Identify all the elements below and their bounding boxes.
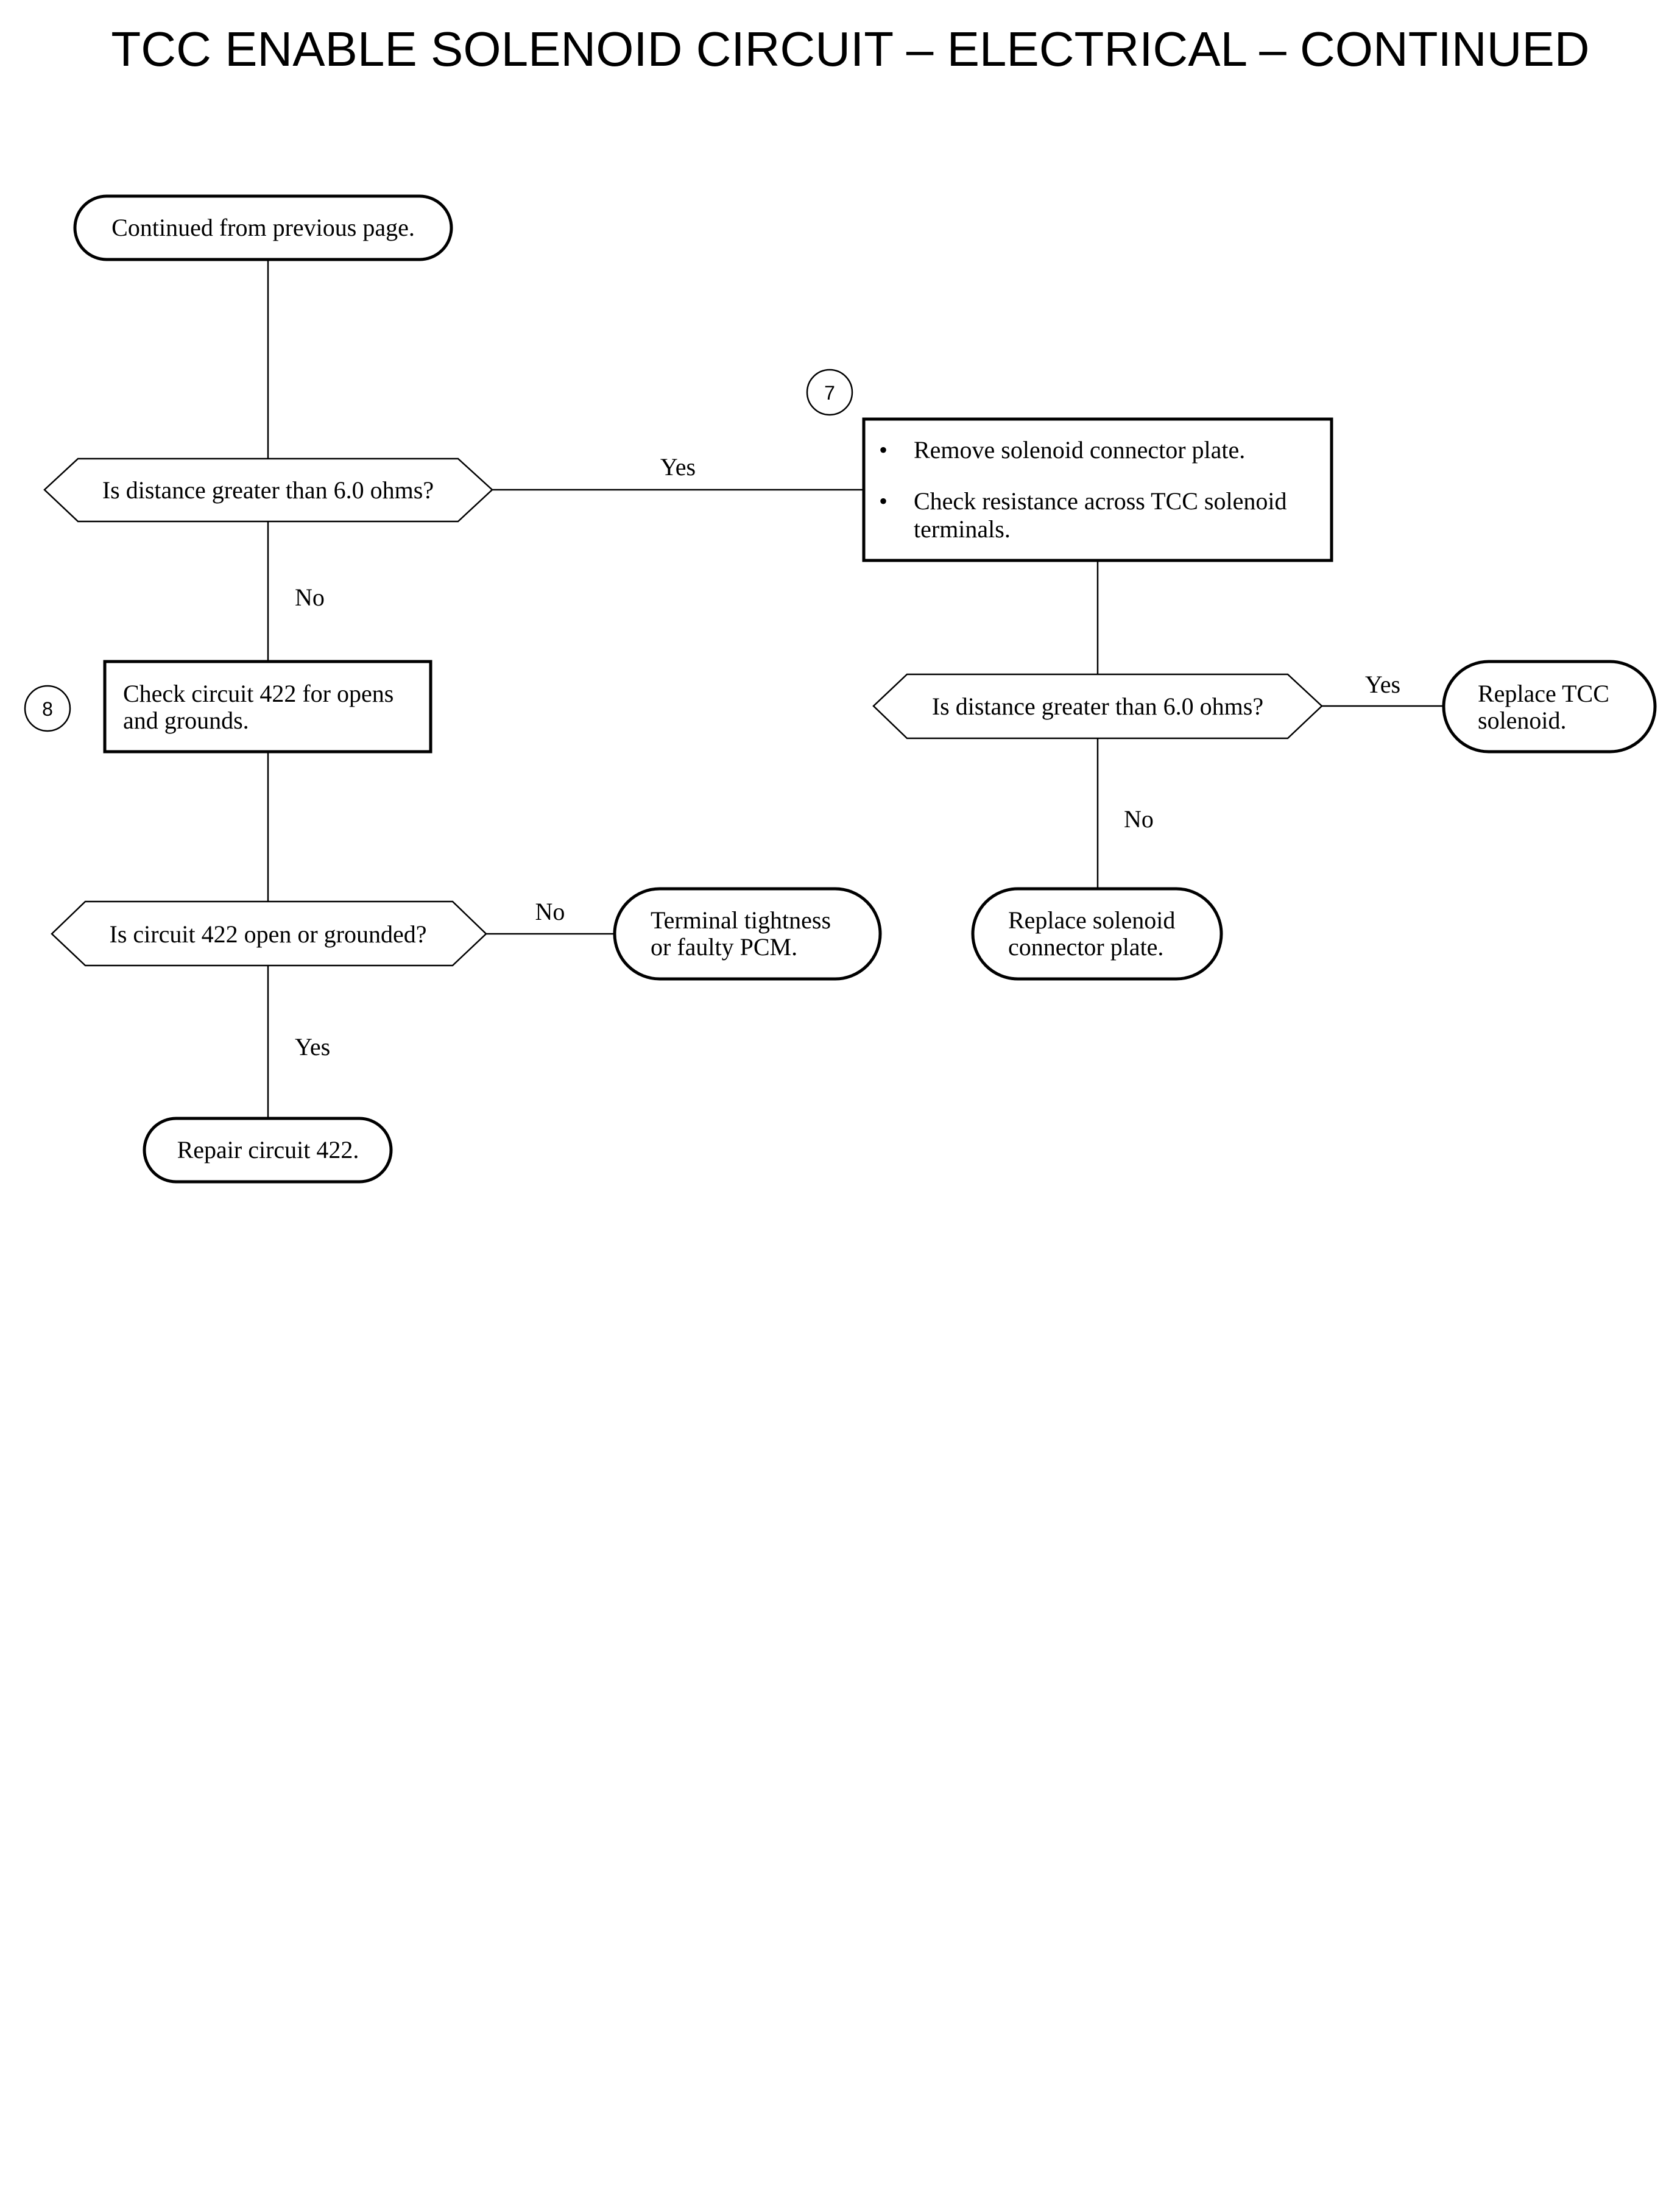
- decision-q2: Is distance greater than 6.0 ohms?: [872, 673, 1323, 740]
- terminal-tightness-line1: Terminal tightness: [651, 906, 831, 934]
- replace-tcc-shape: [1442, 660, 1657, 754]
- replace-plate-shape: [971, 887, 1223, 981]
- start-terminator-shape: [73, 194, 453, 261]
- edge-label-q2-yes: Yes: [1365, 671, 1400, 698]
- connectors: [267, 260, 1444, 1118]
- process-step7-line2: Check resistance across TCC solenoid: [914, 487, 1286, 515]
- terminal-tightness-line2: or faulty PCM.: [651, 933, 797, 961]
- replace-tcc-terminator: Replace TCC solenoid.: [1442, 660, 1657, 754]
- replace-tcc-line2: solenoid.: [1478, 707, 1567, 734]
- process-step8: Check circuit 422 for opens and grounds.: [103, 660, 432, 754]
- repair-terminator: Repair circuit 422.: [143, 1117, 393, 1184]
- edge-label-q3-yes: Yes: [295, 1033, 330, 1061]
- repair-terminator-shape: [143, 1117, 393, 1184]
- replace-tcc-line1: Replace TCC: [1478, 680, 1609, 707]
- edge-label-q1-no: No: [295, 584, 325, 611]
- decision-q1: Is distance greater than 6.0 ohms?: [43, 457, 493, 523]
- process-step8-shape: [103, 660, 432, 754]
- start-terminator: Continued from previous page.: [73, 194, 453, 261]
- bullet-icon: •: [879, 487, 888, 515]
- step8-number: 8: [42, 698, 53, 720]
- terminal-tightness-terminator: Terminal tightness or faulty PCM.: [613, 887, 882, 981]
- decision-q3: Is circuit 422 open or grounded?: [51, 900, 487, 967]
- edge-label-q2-no: No: [1124, 805, 1154, 833]
- process-step7-shape: [862, 417, 1333, 562]
- decision-q1-shape: [43, 457, 493, 523]
- decision-q2-shape: [872, 673, 1323, 740]
- step7-number: 7: [824, 382, 835, 404]
- replace-plate-line2: connector plate.: [1008, 933, 1163, 961]
- decision-q3-shape: [51, 900, 487, 967]
- edge-labels: Yes No Yes No No Yes: [295, 453, 1400, 1061]
- edge-label-q1-yes: Yes: [660, 453, 696, 481]
- process-step8-line1: Check circuit 422 for opens: [123, 680, 394, 707]
- step8-marker: 8: [24, 685, 71, 732]
- process-step7-line1: Remove solenoid connector plate.: [914, 436, 1245, 464]
- decision-q2-label: Is distance greater than 6.0 ohms?: [932, 693, 1263, 720]
- bullet-icon: •: [879, 436, 888, 464]
- process-step7: • Remove solenoid connector plate. • Che…: [862, 417, 1333, 562]
- start-terminator-label: Continued from previous page.: [111, 214, 415, 241]
- replace-plate-line1: Replace solenoid: [1008, 906, 1175, 934]
- edge-label-q3-no: No: [535, 898, 565, 925]
- replace-plate-terminator: Replace solenoid connector plate.: [971, 887, 1223, 981]
- process-step8-line2: and grounds.: [123, 707, 249, 734]
- decision-q1-label: Is distance greater than 6.0 ohms?: [102, 476, 434, 504]
- decision-q3-label: Is circuit 422 open or grounded?: [110, 920, 427, 948]
- page-title: TCC ENABLE SOLENOID CIRCUIT – ELECTRICAL…: [111, 22, 1589, 76]
- terminal-tightness-shape: [613, 887, 882, 981]
- step7-marker: 7: [806, 369, 853, 416]
- repair-terminator-label: Repair circuit 422.: [177, 1136, 359, 1163]
- process-step7-line3: terminals.: [914, 515, 1011, 543]
- step7-circle: [806, 369, 853, 416]
- step8-circle: [24, 685, 71, 732]
